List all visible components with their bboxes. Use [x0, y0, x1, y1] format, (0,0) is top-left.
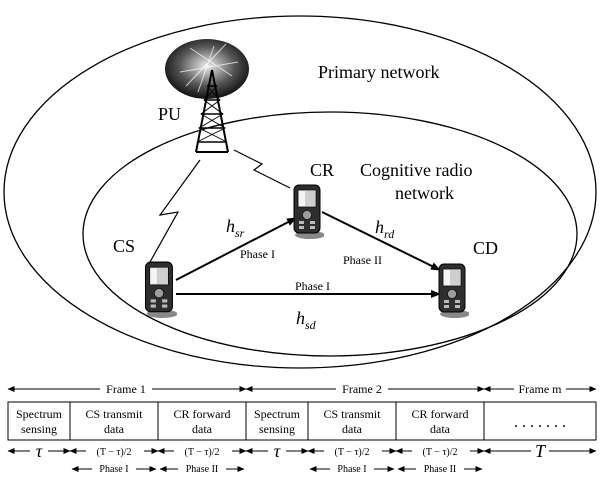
- cs-device-icon: [144, 261, 177, 318]
- phase-2-label-a: Phase II: [186, 464, 219, 475]
- link-cs-to-cr: [175, 217, 297, 281]
- channel-hsr-label: hsr: [226, 216, 245, 240]
- frame-m-label: Frame m: [519, 382, 563, 396]
- frame-timeline: Frame 1 Frame 2 Frame m Spectrum sensing…: [7, 381, 597, 475]
- phase-label-cs-cr: Phase I: [240, 247, 275, 261]
- slot-2-line1: CS transmit: [85, 407, 143, 421]
- interference-link-cr-icon: [233, 149, 291, 189]
- slot-3-line2: data: [192, 422, 213, 436]
- slot-3-line1: CR forward: [174, 407, 231, 421]
- channel-hsd-label: hsd: [296, 308, 317, 332]
- cs-label: CS: [113, 236, 135, 256]
- channel-hrd-label: hrd: [375, 217, 395, 241]
- tau-label-2: τ: [274, 441, 281, 461]
- tau-label-1: τ: [36, 441, 43, 461]
- cd-device-icon: [438, 263, 469, 318]
- slot-ellipsis: . . . . . . .: [514, 414, 566, 431]
- phase-label-cr-cd: Phase II: [343, 253, 382, 267]
- cd-label: CD: [473, 238, 498, 258]
- pu-label: PU: [158, 104, 181, 124]
- primary-user-tower-icon: [165, 39, 249, 153]
- slot-4-line1: Spectrum: [254, 407, 301, 421]
- slot-2-line2: data: [104, 422, 125, 436]
- half-interval-label-4: (T − τ)/2: [422, 447, 457, 458]
- total-duration-label: T: [535, 441, 547, 461]
- frame-2-label: Frame 2: [342, 382, 382, 396]
- slot-1-line1: Spectrum: [16, 407, 63, 421]
- cognitive-radio-network-boundary: [82, 111, 578, 357]
- cognitive-network-label-line1: Cognitive radio: [360, 160, 472, 180]
- slot-6-line1: CR forward: [412, 407, 469, 421]
- phase-2-label-b: Phase II: [424, 464, 457, 475]
- link-cr-to-cd: [321, 211, 441, 271]
- phase-1-label-a: Phase I: [99, 464, 128, 475]
- cr-label: CR: [310, 160, 334, 180]
- slot-4-line2: sensing: [259, 422, 295, 436]
- cognitive-network-label-line2: network: [395, 183, 454, 203]
- slot-5-line1: CS transmit: [323, 407, 381, 421]
- primary-network-boundary: [3, 15, 597, 369]
- half-interval-label-2: (T − τ)/2: [184, 447, 219, 458]
- half-interval-label-1: (T − τ)/2: [96, 447, 131, 458]
- primary-network-label: Primary network: [318, 62, 439, 82]
- interference-link-cs-icon: [149, 159, 201, 263]
- slot-5-line2: data: [342, 422, 363, 436]
- frame-1-label: Frame 1: [106, 382, 146, 396]
- slot-1-line2: sensing: [21, 422, 57, 436]
- cr-device-icon: [293, 184, 324, 239]
- slot-6-line2: data: [430, 422, 451, 436]
- phase-label-cs-cd: Phase I: [295, 279, 330, 293]
- phase-1-label-b: Phase I: [337, 464, 366, 475]
- half-interval-label-3: (T − τ)/2: [334, 447, 369, 458]
